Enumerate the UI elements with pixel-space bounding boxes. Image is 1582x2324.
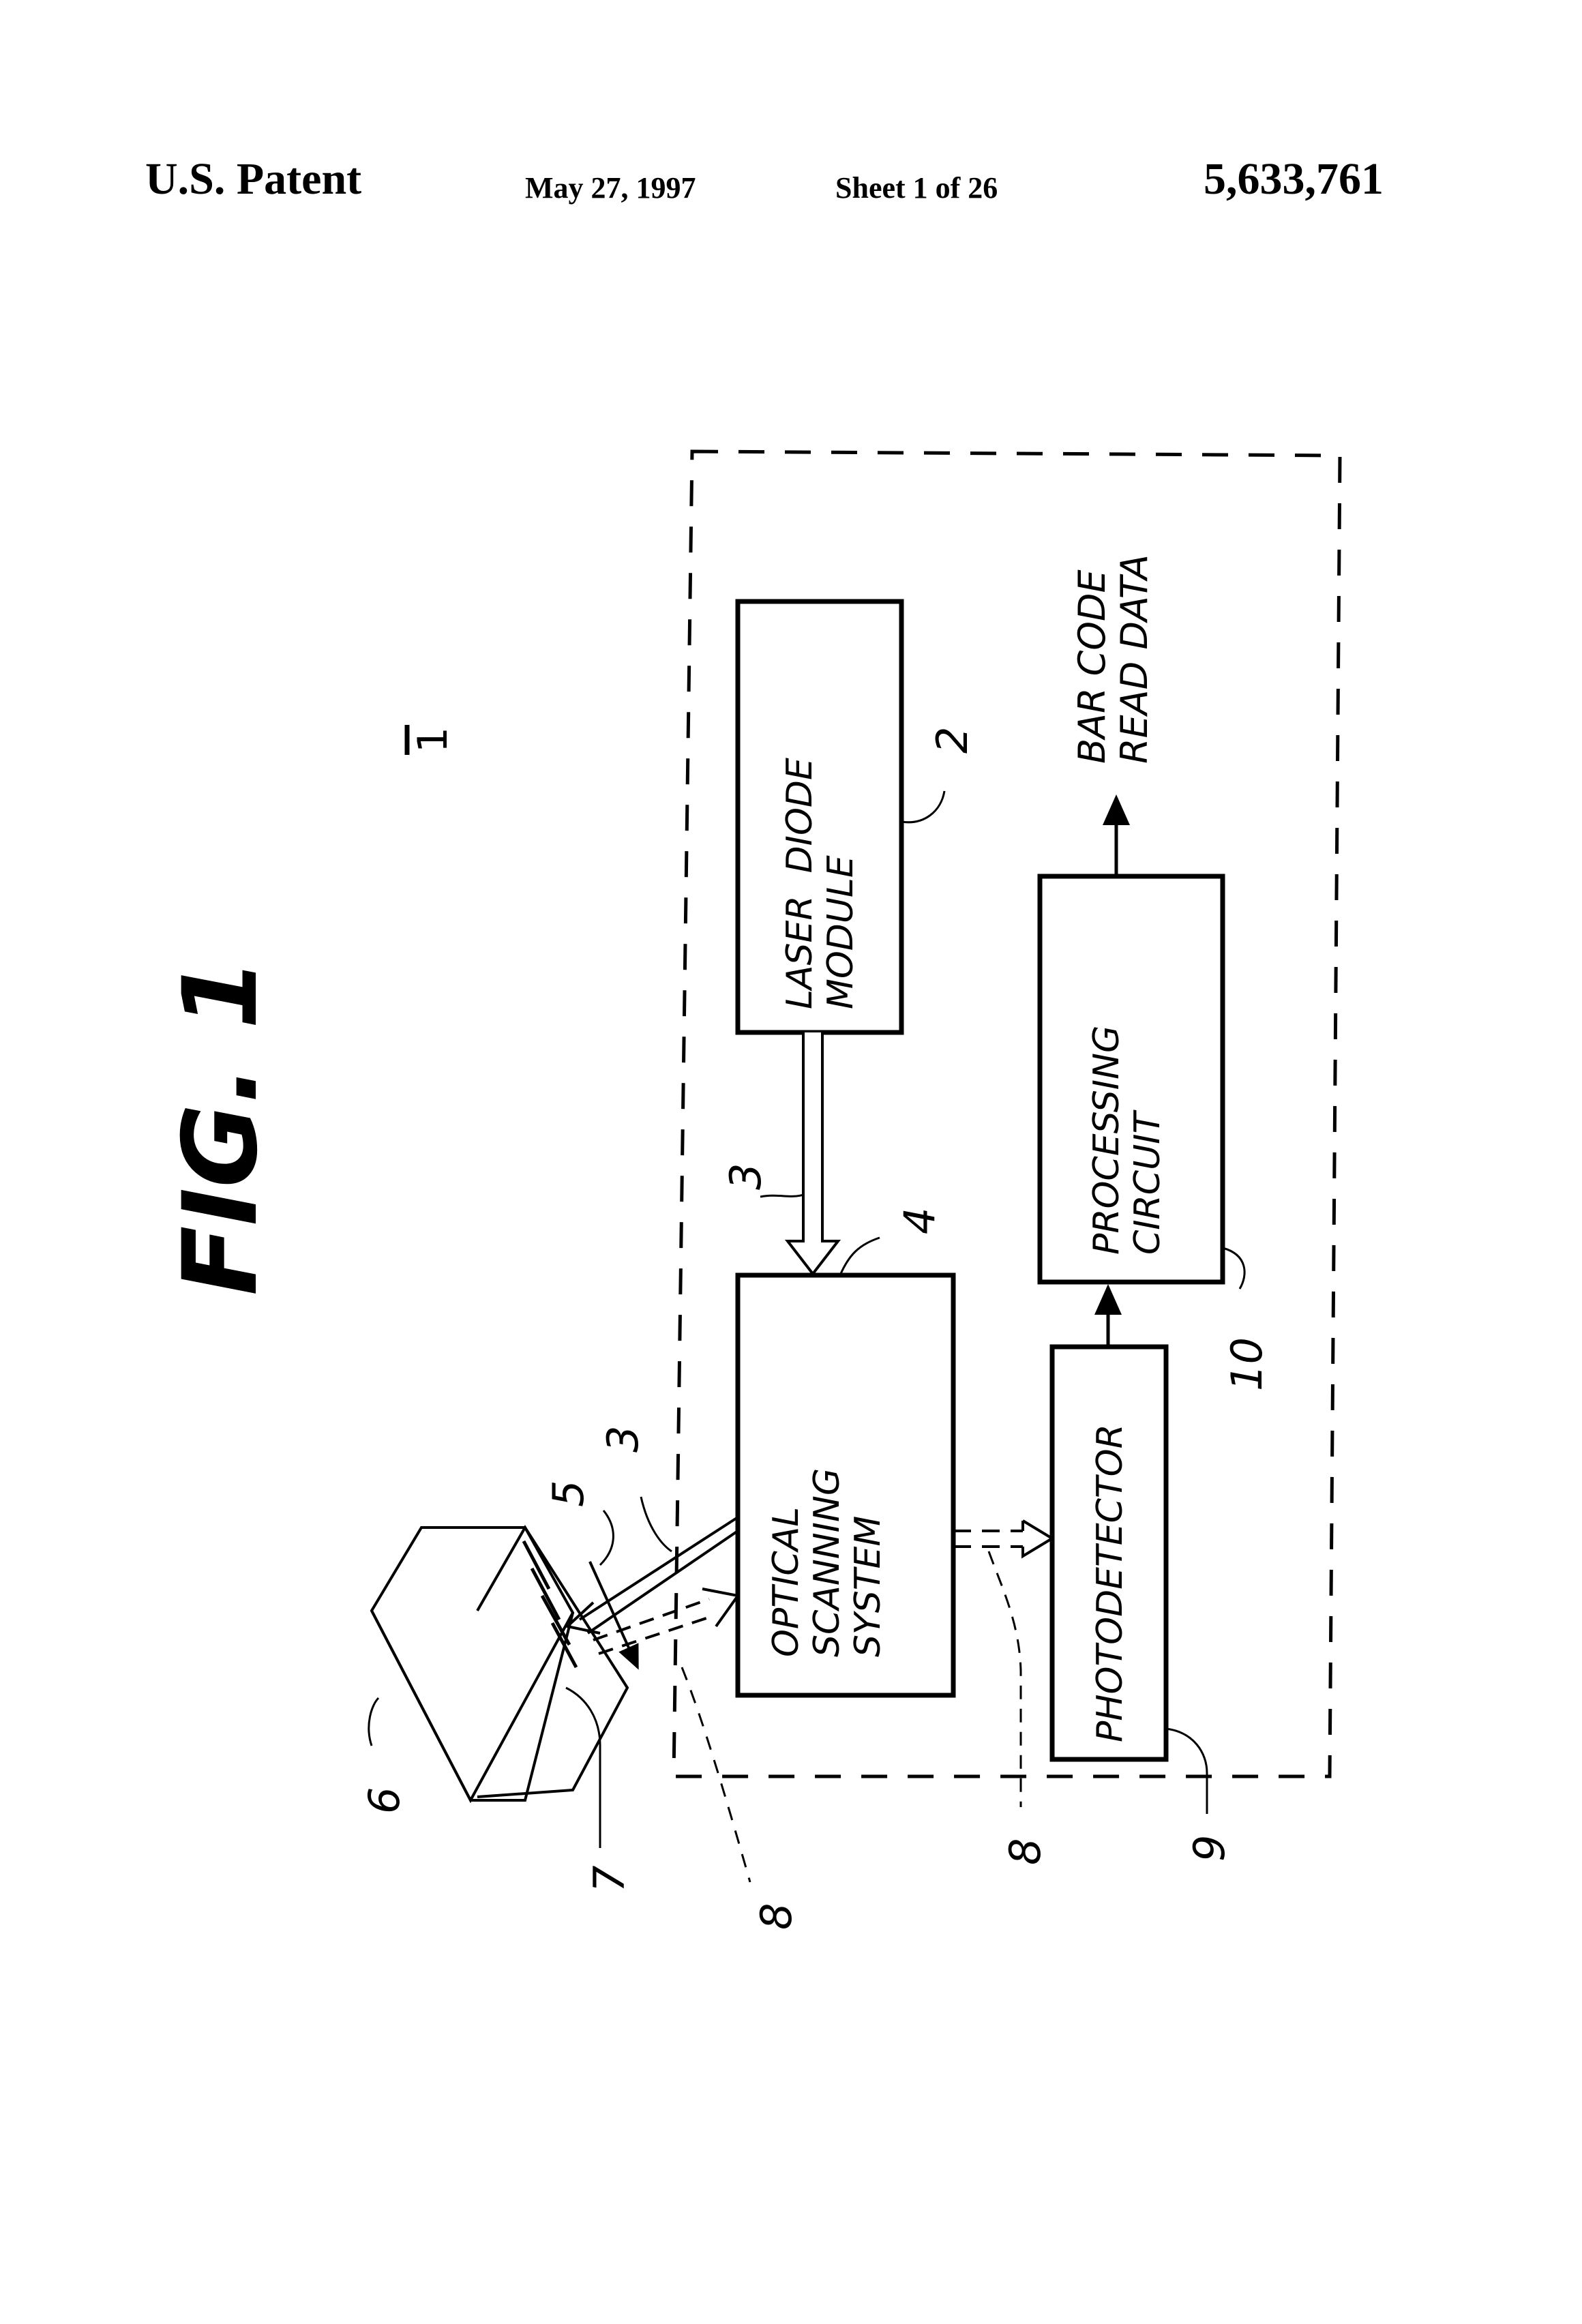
ref-10: 10	[1222, 1337, 1272, 1391]
output-label-line1: BAR CODE	[1071, 569, 1114, 764]
processing-label-line2: CIRCUIT	[1127, 1109, 1168, 1255]
leader-8-right	[989, 1551, 1021, 1807]
leader-10	[1223, 1248, 1244, 1289]
leader-7	[566, 1688, 600, 1848]
system-ref-1: 1	[407, 725, 457, 755]
ref-9: 9	[1184, 1835, 1234, 1862]
processing-label-line1: PROCESSING	[1086, 1026, 1127, 1255]
svg-text:1: 1	[409, 727, 457, 753]
figure-title: FIG. 1	[162, 958, 280, 1296]
scan-line-arrow	[590, 1562, 638, 1667]
laser-beam-arrow	[788, 1032, 838, 1274]
output-label-line2: READ DATA	[1113, 554, 1156, 764]
photodetector-label: PHOTODETECTOR	[1090, 1424, 1131, 1742]
reflected-arrow-head	[1023, 1521, 1052, 1556]
ref-3-scan-beam: 3	[598, 1426, 648, 1452]
leader-9	[1166, 1729, 1207, 1814]
article-box-front-face	[477, 1528, 627, 1797]
reflected-return-arrow-head	[702, 1589, 738, 1626]
ref-4: 4	[895, 1208, 944, 1234]
scanning-beam-arrow	[567, 1517, 738, 1633]
ref-3-laser-beam: 3	[721, 1163, 771, 1190]
optical-label-line3: SYSTEM	[848, 1516, 889, 1657]
leader-6	[369, 1698, 378, 1746]
ref-7: 7	[584, 1866, 634, 1892]
reflected-light-arrow	[953, 1531, 1023, 1547]
ref-5: 5	[543, 1480, 593, 1507]
laser-label-line1: LASER DIODE	[779, 758, 820, 1009]
leader-3-top	[760, 1195, 803, 1197]
ref-6: 6	[359, 1787, 409, 1814]
leader-4	[840, 1238, 880, 1275]
ref-2: 2	[927, 727, 977, 754]
ref-8-left: 8	[751, 1903, 801, 1930]
ref-8-right: 8	[1000, 1838, 1050, 1865]
optical-label-line2: SCANNING	[807, 1468, 848, 1657]
leader-2	[901, 791, 944, 822]
article-box	[372, 1528, 573, 1800]
optical-label-line1: OPTICAL	[766, 1507, 807, 1657]
leader-5	[600, 1510, 613, 1565]
laser-label-line2: MODULE	[820, 855, 861, 1009]
leader-3-scan	[641, 1497, 672, 1551]
